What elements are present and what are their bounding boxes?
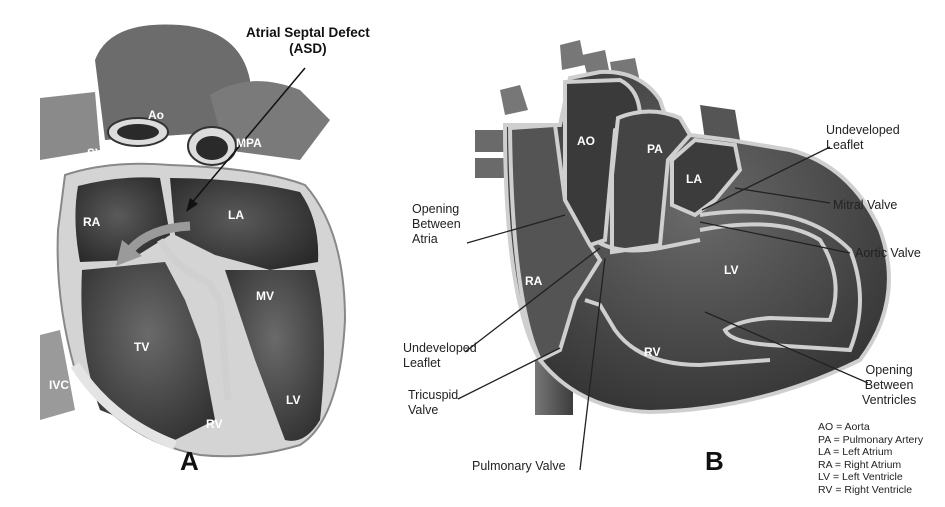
label-b-pa: PA [647, 142, 663, 156]
panel-b-letter: B [705, 446, 724, 477]
label-b-la: LA [686, 172, 702, 186]
callout-aortic-valve: Aortic Valve [855, 246, 921, 261]
callout-pulmonary-valve: Pulmonary Valve [472, 459, 566, 474]
label-a-tv: TV [134, 340, 149, 354]
callout-undeveloped-leaflet-top: Undeveloped Leaflet [826, 123, 900, 153]
legend-item: PA = Pulmonary Artery [818, 434, 923, 447]
callout-undeveloped-leaflet-left: Undeveloped Leaflet [403, 341, 477, 371]
legend-item: AO = Aorta [818, 421, 923, 434]
panel-a-letter: A [180, 446, 199, 477]
label-a-rv: RV [206, 417, 222, 431]
label-b-lv: LV [724, 263, 738, 277]
asd-callout-label: Atrial Septal Defect (ASD) [246, 25, 370, 57]
label-a-mpa: MPA [236, 136, 262, 150]
callout-opening-between-ventricles: Opening Between Ventricles [862, 363, 916, 408]
label-a-ao: Ao [148, 108, 164, 122]
legend-item: LV = Left Ventricle [818, 471, 923, 484]
label-a-lv: LV [286, 393, 300, 407]
label-b-ra: RA [525, 274, 542, 288]
label-b-ao: AO [577, 134, 595, 148]
label-a-ivc: IVC [49, 378, 69, 392]
panel-a-heart [58, 164, 345, 457]
label-a-mv: MV [256, 289, 274, 303]
label-b-rv: RV [644, 345, 660, 359]
legend-item: RA = Right Atrium [818, 459, 923, 472]
callout-tricuspid-valve: Tricuspid Valve [408, 388, 458, 418]
abbreviation-legend: AO = Aorta PA = Pulmonary Artery LA = Le… [818, 421, 923, 497]
label-a-ra: RA [83, 215, 100, 229]
asd-callout-line-2: (ASD) [246, 41, 370, 57]
label-a-svc: SVC [87, 146, 112, 160]
legend-item: RV = Right Ventricle [818, 484, 923, 497]
callout-opening-between-atria: Opening Between Atria [412, 202, 461, 247]
label-a-la: LA [228, 208, 244, 222]
callout-mitral-valve: Mitral Valve [833, 198, 897, 213]
legend-item: LA = Left Atrium [818, 446, 923, 459]
asd-callout-line-1: Atrial Septal Defect [246, 25, 370, 41]
